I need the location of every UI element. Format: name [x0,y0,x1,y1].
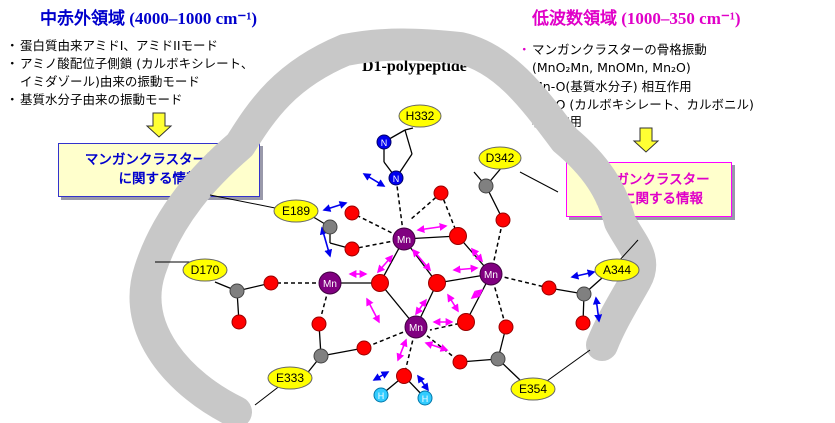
svg-text:H: H [378,391,385,401]
left-bullet-text: 蛋白質由来アミドI、アミドIIモード [20,38,219,53]
left-bullet-3: ・基質水分子由来の振動モード [6,92,183,108]
left-bullet-text: イミダゾール)由来の振動モード [20,74,200,89]
carbon-atoms [229,178,592,367]
mn-atom: Mn [404,315,428,339]
right-bullet-text: Mn-O (カルボキシレート、カルボニル) [532,97,754,112]
right-bullet-text: (MnO₂Mn, MnOMn, Mn₂O) [532,60,691,75]
svg-text:Mn: Mn [484,270,498,281]
nitrogen-atom: N [388,170,404,186]
svg-text:Mn: Mn [323,279,337,290]
mn-atom: Mn [392,227,416,251]
left-info-box-line-2: に関する情報 [118,171,200,187]
svg-text:D170: D170 [191,263,220,277]
left-bullet-2-cont: イミダゾール)由来の振動モード [6,74,200,90]
right-bullet-1: ・マンガンクラスターの骨格振動 [518,42,707,58]
bullet-dot: ・ [6,38,19,53]
svg-text:N: N [393,174,400,184]
residue-label-e333: E333 [267,366,313,390]
arrow-down-icon [632,127,660,153]
mn-atom: Mn [318,271,342,295]
right-bullet-text: マンガンクラスターの骨格振動 [532,42,707,57]
svg-text:N: N [381,138,388,148]
left-panel-title: 中赤外領域 (4000–1000 cm⁻¹) [40,9,258,28]
bullet-dot: ・ [6,92,19,107]
svg-text:Mn: Mn [397,235,411,246]
left-bullet-1: ・蛋白質由来アミドI、アミドIIモード [6,38,218,54]
svg-text:A344: A344 [603,263,631,277]
ligand-vibration-arrows [319,173,603,392]
svg-text:H332: H332 [406,109,435,123]
right-bullet-text: Mn-O(基質水分子) 相互作用 [532,79,692,94]
bullet-dot: ・ [6,56,19,71]
left-info-box-line-1: マンガンクラスター周辺 [84,152,234,168]
protein-backbone [129,28,657,423]
left-bullet-text: アミノ酸配位子側鎖 (カルボキシレート、 [20,56,254,71]
cluster-vibration-arrows [348,222,484,362]
left-bullet-2: ・アミノ酸配位子側鎖 (カルボキシレート、 [6,56,253,72]
residue-label-e189: E189 [273,199,319,223]
svg-text:Mn: Mn [409,323,423,334]
residue-label-a344: A344 [594,258,640,282]
residue-label-d170: D170 [182,258,228,282]
left-bullet-text: 基質水分子由来の振動モード [20,92,183,107]
svg-text:E189: E189 [282,204,310,218]
svg-text:E333: E333 [276,371,304,385]
residue-label-h332: H332 [398,104,442,128]
nitrogen-atom: N [376,134,392,150]
leader-lines [155,171,639,406]
arrow-down-icon [145,112,173,138]
hydrogen-atom: H [373,387,389,403]
hydrogen-atom: H [417,390,433,406]
oxygen-atoms [231,185,591,384]
residue-label-d342: D342 [478,146,522,170]
residue-label-e354: E354 [510,377,556,401]
right-bullet-1-cont: (MnO₂Mn, MnOMn, Mn₂O) [518,60,691,76]
mn-atom: Mn [479,262,503,286]
right-panel-title: 低波数領域 (1000–350 cm⁻¹) [532,9,741,28]
svg-text:H: H [422,394,429,404]
bullet-dot: ・ [518,42,531,57]
svg-text:E354: E354 [519,382,547,396]
svg-text:D342: D342 [486,151,515,165]
